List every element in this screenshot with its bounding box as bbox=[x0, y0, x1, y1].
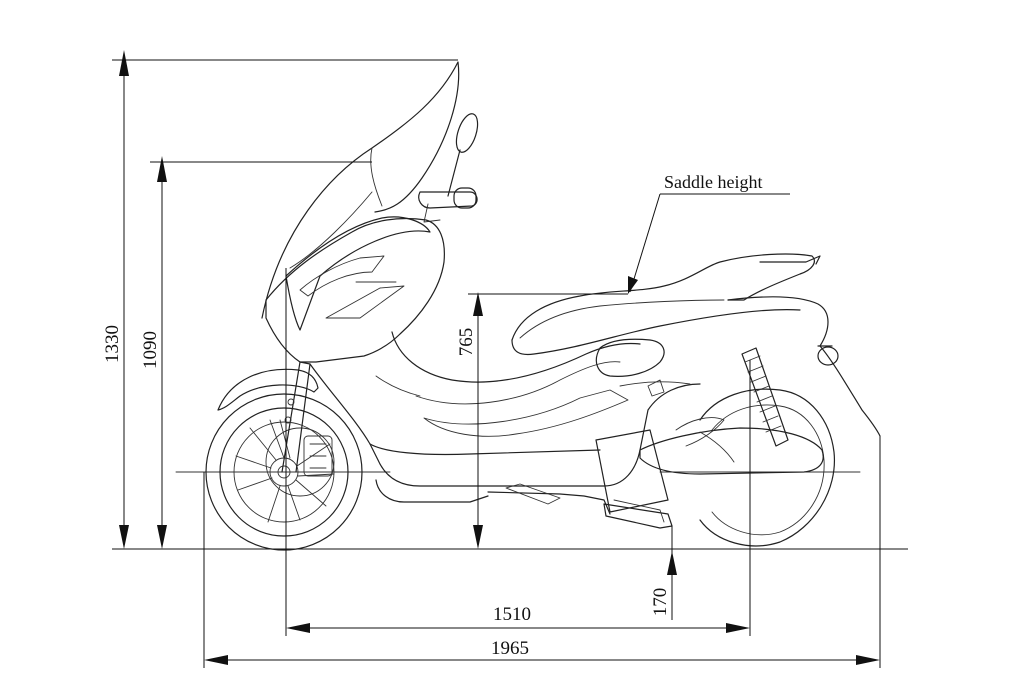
front-wheel bbox=[205, 393, 363, 551]
headlight bbox=[299, 255, 385, 297]
dimension-overall-length: 1965 bbox=[203, 436, 881, 668]
body-lower bbox=[309, 363, 701, 487]
mirror-height-label: 1090 bbox=[140, 331, 161, 369]
side-panel-vent bbox=[595, 338, 665, 377]
ground-clearance-label: 170 bbox=[650, 588, 671, 617]
mirror bbox=[447, 113, 479, 197]
windscreen bbox=[261, 61, 460, 319]
tail-light bbox=[817, 346, 839, 366]
overall-height-label: 1330 bbox=[102, 325, 123, 363]
dimension-wheelbase: 1510 bbox=[285, 268, 751, 636]
saddle-height-label: 765 bbox=[456, 328, 477, 357]
scooter-outline bbox=[205, 61, 881, 551]
wheelbase-label: 1510 bbox=[493, 604, 531, 625]
rear-panel bbox=[727, 296, 881, 437]
front-fairing bbox=[265, 217, 445, 363]
rear-shock bbox=[741, 347, 789, 447]
front-mudguard bbox=[217, 368, 319, 411]
dimension-saddle-height: 765 bbox=[456, 292, 628, 549]
center-stand bbox=[603, 503, 673, 529]
callout-saddle-height: Saddle height bbox=[628, 172, 790, 294]
rear-wheel bbox=[699, 388, 836, 547]
dimension-overall-height: 1330 bbox=[102, 50, 458, 549]
handlebar bbox=[418, 187, 478, 223]
engine-swingarm bbox=[639, 427, 824, 475]
overall-length-label: 1965 bbox=[491, 638, 529, 659]
dimension-ground-clearance: 170 bbox=[650, 526, 677, 620]
dimension-mirror-height: 1090 bbox=[140, 156, 372, 549]
front-fork bbox=[281, 361, 311, 473]
saddle bbox=[511, 253, 815, 341]
saddle-height-callout-text: Saddle height bbox=[664, 172, 762, 192]
